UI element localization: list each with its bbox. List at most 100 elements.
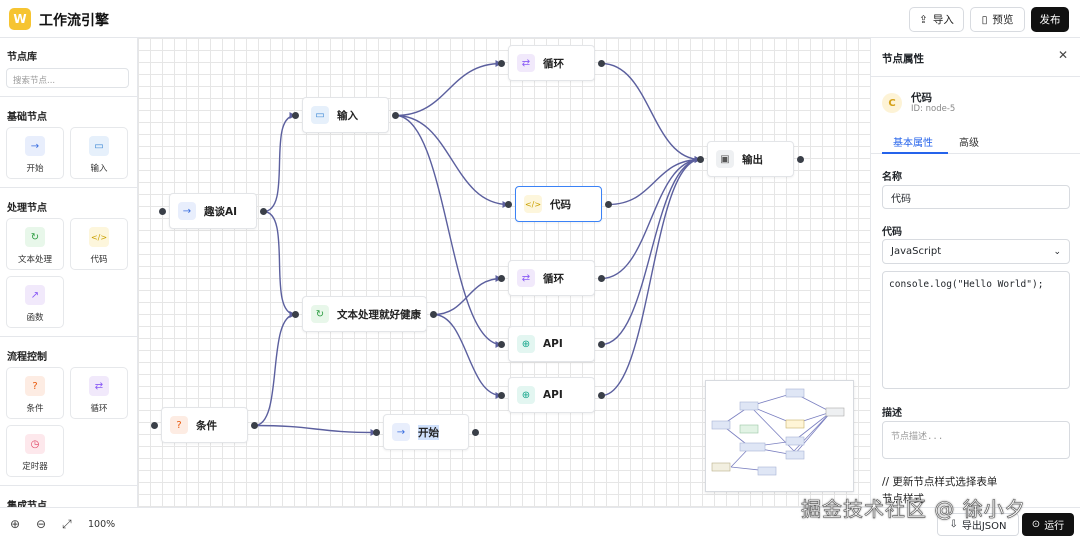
output-port[interactable] [598,392,605,399]
play-circle-icon: ⊙ [1031,519,1041,530]
palette-item-input[interactable]: ▭ 输入 [70,127,128,179]
output-port[interactable] [598,60,605,67]
image-icon: ▣ [716,150,734,168]
node-loop[interactable]: ⇄ 循环 [498,45,605,81]
node-label: 循环 [543,57,564,70]
app-logo: W [9,8,31,30]
update-style-comment: // 更新节点样式选择表单 [882,476,998,488]
output-port[interactable] [430,311,437,318]
input-port[interactable] [292,311,299,318]
output-port[interactable] [797,156,804,163]
node-condition[interactable]: ? 条件 [151,407,258,443]
import-button[interactable]: ⇪ 导入 [909,7,964,32]
selected-node-id: ID: node-5 [911,104,956,114]
node-label: API [543,389,563,401]
node-search-input[interactable]: 搜索节点... [6,68,129,88]
edge-input-code[interactable] [395,114,509,206]
output-port[interactable] [605,201,612,208]
node-label: 输入 [337,109,358,122]
zoom-out-icon[interactable]: ⊖ [36,517,47,531]
publish-button[interactable]: 发布 [1031,7,1069,32]
workflow-canvas[interactable]: → 趣谈AI ▭ 输入 ↻ 文本处理就好健康 ? 条件 ⇄ 循环 </> 代码 … [138,38,870,507]
input-port[interactable] [697,156,704,163]
edge-api2-output[interactable] [601,158,701,397]
description-field[interactable]: 节点描述... [882,421,1070,459]
section-title-integration: 集成节点 [7,501,47,507]
output-port[interactable] [598,275,605,282]
edge-input-api1[interactable] [395,114,502,346]
input-port[interactable] [292,112,299,119]
edge-loop2-output[interactable] [601,158,701,280]
palette-item-label: 开始 [26,164,44,174]
preview-button[interactable]: ▯ 预览 [970,7,1025,32]
code-icon: </> [89,227,109,247]
node-start[interactable]: → 开始 [373,414,479,450]
edge-textproc-loop2[interactable] [433,277,502,316]
arrow-right-icon: → [25,136,45,156]
node-qutan-ai[interactable]: → 趣谈AI [159,193,267,229]
input-port[interactable] [159,208,166,215]
app-title: 工作流引擎 [39,13,109,29]
palette-item-condition[interactable]: ? 条件 [6,367,64,419]
edge-api1-output[interactable] [601,158,701,346]
fit-view-icon[interactable]: ⤢ [62,517,72,531]
node-api[interactable]: ⊕ API [498,377,605,413]
code-icon: </> [524,195,542,213]
output-port[interactable] [392,112,399,119]
node-api[interactable]: ⊕ API [498,326,605,362]
edge-textproc-api2[interactable] [433,313,502,397]
palette-item-start[interactable]: → 开始 [6,127,64,179]
panel-title: 节点属性 [882,53,924,65]
input-port[interactable] [498,275,505,282]
node-input[interactable]: ▭ 输入 [292,97,399,133]
output-port[interactable] [260,208,267,215]
output-port[interactable] [251,422,258,429]
minimap[interactable] [705,380,854,492]
palette-item-timer[interactable]: ◷ 定时器 [6,425,64,477]
tab-basic-properties[interactable]: 基本属性 [893,138,933,149]
input-port[interactable] [151,422,158,429]
zoom-in-icon[interactable]: ⊕ [10,517,21,531]
clock-icon: ◷ [25,434,45,454]
edge-loop1-output[interactable] [601,62,701,161]
palette-item-code[interactable]: </> 代码 [70,218,128,270]
code-editor[interactable]: console.log("Hello World"); [882,271,1070,389]
export-json-button[interactable]: ⇩ 导出JSON [937,513,1019,536]
close-icon[interactable]: ✕ [1058,48,1069,62]
output-port[interactable] [472,429,479,436]
divider [0,96,137,97]
palette-item-text-process[interactable]: ↻ 文本处理 [6,218,64,270]
library-title: 节点库 [7,52,37,63]
edge-cond-textproc[interactable] [254,313,296,427]
input-port[interactable] [498,60,505,67]
node-loop[interactable]: ⇄ 循环 [498,260,605,296]
name-field[interactable]: 代码 [882,185,1070,209]
edge-code-output[interactable] [608,158,701,206]
node-output[interactable]: ▣ 输出 [697,141,804,177]
language-select[interactable]: JavaScript ⌄ [882,239,1070,264]
edge-qutan-textproc[interactable] [263,210,296,316]
edge-input-loop1[interactable] [395,62,502,117]
name-label: 名称 [882,172,902,183]
node-label: 文本处理就好健康 [337,308,421,321]
input-port[interactable] [498,341,505,348]
output-port[interactable] [598,341,605,348]
tab-advanced[interactable]: 高级 [959,138,979,149]
edge-qutan-input[interactable] [263,114,296,213]
input-port[interactable] [373,429,380,436]
clipboard-icon: ▯ [981,13,988,26]
palette-item-label: 输入 [90,164,108,174]
node-library-sidebar: 节点库 搜索节点... 基础节点 → 开始 ▭ 输入 处理节点 ↻ 文本处理 <… [0,38,138,507]
help-circle-icon: ? [170,416,188,434]
palette-item-loop[interactable]: ⇄ 循环 [70,367,128,419]
input-port[interactable] [498,392,505,399]
node-code-selected[interactable]: </> 代码 [505,186,612,222]
watermark: 掘金技术社区 @ 徐小夕 [801,497,1026,522]
node-label: 条件 [196,419,217,432]
run-button[interactable]: ⊙ 运行 [1022,513,1074,536]
input-port[interactable] [505,201,512,208]
palette-item-function[interactable]: ↗ 函数 [6,276,64,328]
section-title-basic: 基础节点 [7,112,47,123]
node-text-process[interactable]: ↻ 文本处理就好健康 [292,296,437,332]
edge-cond-start[interactable] [254,424,377,434]
